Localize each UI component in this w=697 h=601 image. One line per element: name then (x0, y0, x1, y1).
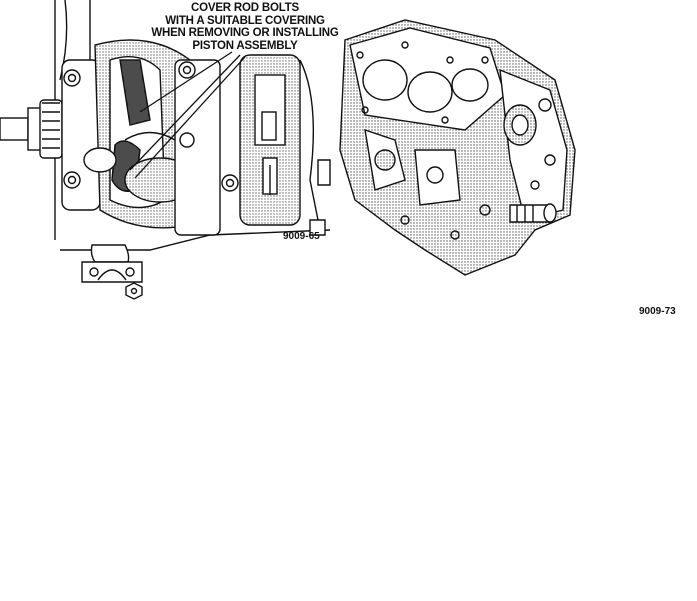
figure-number-left: 9009-65 (283, 231, 320, 242)
engine-block-drawing (339, 19, 576, 276)
figure-number-right: 9009-73 (639, 306, 676, 317)
callout-text: COVER ROD BOLTS WITH A SUITABLE COVERING… (140, 2, 350, 52)
callout-line-2: WITH A SUITABLE COVERING (165, 14, 325, 27)
engine-block-illustration (335, 0, 585, 285)
callout-line-4: PISTON ASSEMBLY (192, 39, 298, 52)
crankshaft-rod-illustration: COVER ROD BOLTS WITH A SUITABLE COVERING… (0, 0, 340, 300)
callout-line-1: COVER ROD BOLTS (191, 2, 299, 14)
crankshaft-rod-drawing (0, 0, 331, 300)
callout-line-3: WHEN REMOVING OR INSTALLING (151, 27, 339, 39)
